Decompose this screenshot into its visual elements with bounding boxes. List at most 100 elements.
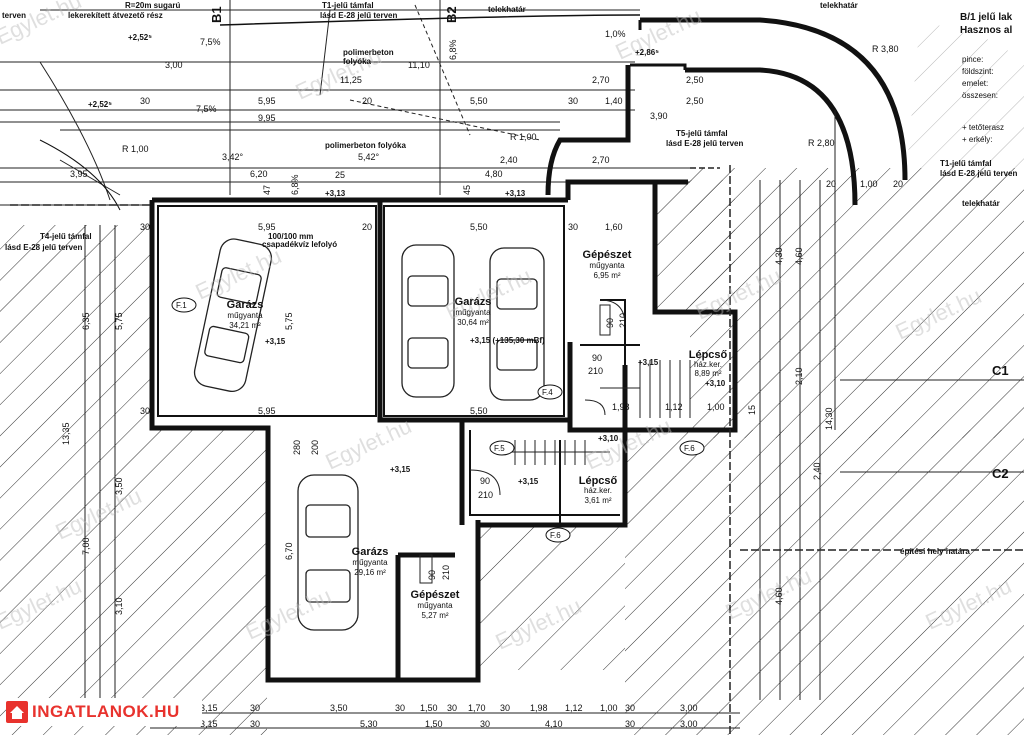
plan-label: 1,40: [605, 96, 623, 106]
plan-label: 30: [140, 222, 150, 232]
plan-label: 4,80: [485, 169, 503, 179]
plan-label: 210: [441, 565, 451, 580]
plan-label: 1,0%: [605, 29, 626, 39]
plan-label: lekerekített átvezető rész: [68, 11, 163, 20]
plan-label: 5,50: [470, 222, 488, 232]
plan-label: lásd E-28 jelű terven: [940, 169, 1017, 178]
plan-label: építési hely határa: [900, 547, 970, 556]
plan-label: 11,25: [340, 75, 362, 85]
plan-label: C2: [992, 466, 1009, 481]
marker-f4: F.4: [537, 384, 563, 400]
plan-label: 30: [395, 703, 405, 713]
plan-label: 25: [335, 170, 345, 180]
plan-label: pince:: [962, 55, 983, 64]
plan-label: telekhatár: [488, 5, 526, 14]
plan-label: emelet:: [962, 79, 988, 88]
plan-label: 2,40: [500, 155, 518, 165]
plan-label: ház.ker.: [584, 486, 612, 495]
curved-walls: [39, 14, 908, 211]
plan-label: terven: [2, 11, 26, 20]
plan-label: 6,95 m²: [593, 271, 620, 280]
plan-label: 90: [605, 318, 615, 328]
plan-label: 20: [362, 222, 372, 232]
plan-label: 90: [427, 570, 437, 580]
plan-label: műgyanta: [417, 601, 453, 610]
plan-label: folyóka: [343, 57, 372, 66]
plan-label: F.6: [684, 444, 695, 453]
plan-label: 1,50: [420, 703, 438, 713]
plan-label: Gépészet: [411, 589, 460, 601]
plan-label: 210: [588, 366, 603, 376]
plan-label: csapadékvíz lefolyó: [262, 240, 337, 249]
house-icon: [6, 701, 28, 723]
plan-label: R 1,00: [510, 132, 537, 142]
plan-label: ház.ker.: [694, 360, 722, 369]
plan-label: 7,5%: [200, 37, 221, 47]
plan-label: 1,00: [707, 402, 725, 412]
plan-label: 3,50: [330, 703, 348, 713]
plan-label: R 2,80: [808, 138, 835, 148]
section-markers: B1 B2 C1 C2 F.1 F.4 F.5 F.6 F.6: [171, 6, 1009, 543]
plan-label: 280: [292, 440, 302, 455]
plan-label: polimerbeton folyóka: [325, 141, 406, 150]
plan-label: 3,61 m²: [584, 496, 611, 505]
plan-label: 3,42°: [222, 152, 244, 162]
plan-label: Garázs: [352, 546, 389, 558]
plan-label: lásd E-28 jelű terven: [666, 139, 743, 148]
plan-label: Egylet.hu: [192, 243, 286, 304]
boundary-lines: [10, 165, 1024, 735]
plan-label: 6,8%: [290, 174, 300, 195]
car-icon: [489, 247, 545, 401]
plan-label: 14,30: [824, 407, 834, 430]
plan-label: 100/100 mm: [268, 232, 313, 241]
marker-f5: F.5: [489, 440, 515, 456]
plan-label: +2,52⁵: [128, 33, 152, 42]
plan-label: 5,27 m²: [421, 611, 448, 620]
plan-label: 30: [480, 719, 490, 729]
car-icon: [297, 474, 359, 631]
plan-label: 11,10: [408, 60, 430, 70]
plan-label: 5,95: [258, 96, 276, 106]
plan-label: +3,13: [325, 189, 346, 198]
plan-label: 6,8%: [448, 39, 458, 60]
thin-walls: [157, 205, 640, 525]
plan-label: 30: [250, 719, 260, 729]
plan-label: +2,86⁵: [635, 48, 659, 57]
plan-label: 1,60: [605, 222, 623, 232]
plan-label: 5,50: [470, 96, 488, 106]
plan-label: R=20m sugarú: [125, 1, 180, 10]
plan-label: 8,89 m²: [694, 369, 721, 378]
plan-label: lásd E-28 jelű terven: [5, 243, 82, 252]
plan-label: 6,20: [250, 169, 268, 179]
plan-label: + erkély:: [962, 135, 992, 144]
plan-label: műgyanta: [455, 308, 491, 317]
plan-label: 1,12: [665, 402, 683, 412]
plan-label: F.4: [542, 388, 553, 397]
plan-label: +3,15: [265, 337, 286, 346]
plan-label: 3,00: [680, 719, 698, 729]
plan-label: telekhatár: [820, 1, 858, 10]
plan-label: +3,13: [505, 189, 526, 198]
door-arcs: [419, 299, 626, 584]
plan-label: 3,00: [680, 703, 698, 713]
plan-label: +2,52⁵: [88, 100, 112, 109]
plan-label: R 1,00: [122, 144, 149, 154]
plan-label: Lépcső: [579, 475, 618, 487]
plan-label: R 3,80: [872, 44, 899, 54]
plan-label: 3,95: [70, 169, 88, 179]
plan-label: 1,12: [565, 703, 583, 713]
plan-label: Garázs: [455, 296, 492, 308]
plan-label: Garázs: [227, 299, 264, 311]
plan-label: B2: [444, 6, 459, 23]
small-dimension-labels: 30 20 30 30 30 20 30 90 210 90 210 90 21…: [140, 96, 903, 580]
plan-label: B1: [209, 6, 224, 23]
plan-label: műgyanta: [227, 311, 263, 320]
plan-label: 3,90: [650, 111, 668, 121]
level-markers: +3,15 +3,15 +3,15 +3,15 +3,10 +3,10 +3,1…: [88, 33, 726, 486]
dimension-labels: 5,95 9,95 5,95 5,95 5,50 5,50 5,50 11,10…: [61, 60, 834, 615]
plan-label: 20: [893, 179, 903, 189]
plan-label: 3,15: [200, 719, 218, 729]
plan-label: 9,95: [258, 113, 276, 123]
